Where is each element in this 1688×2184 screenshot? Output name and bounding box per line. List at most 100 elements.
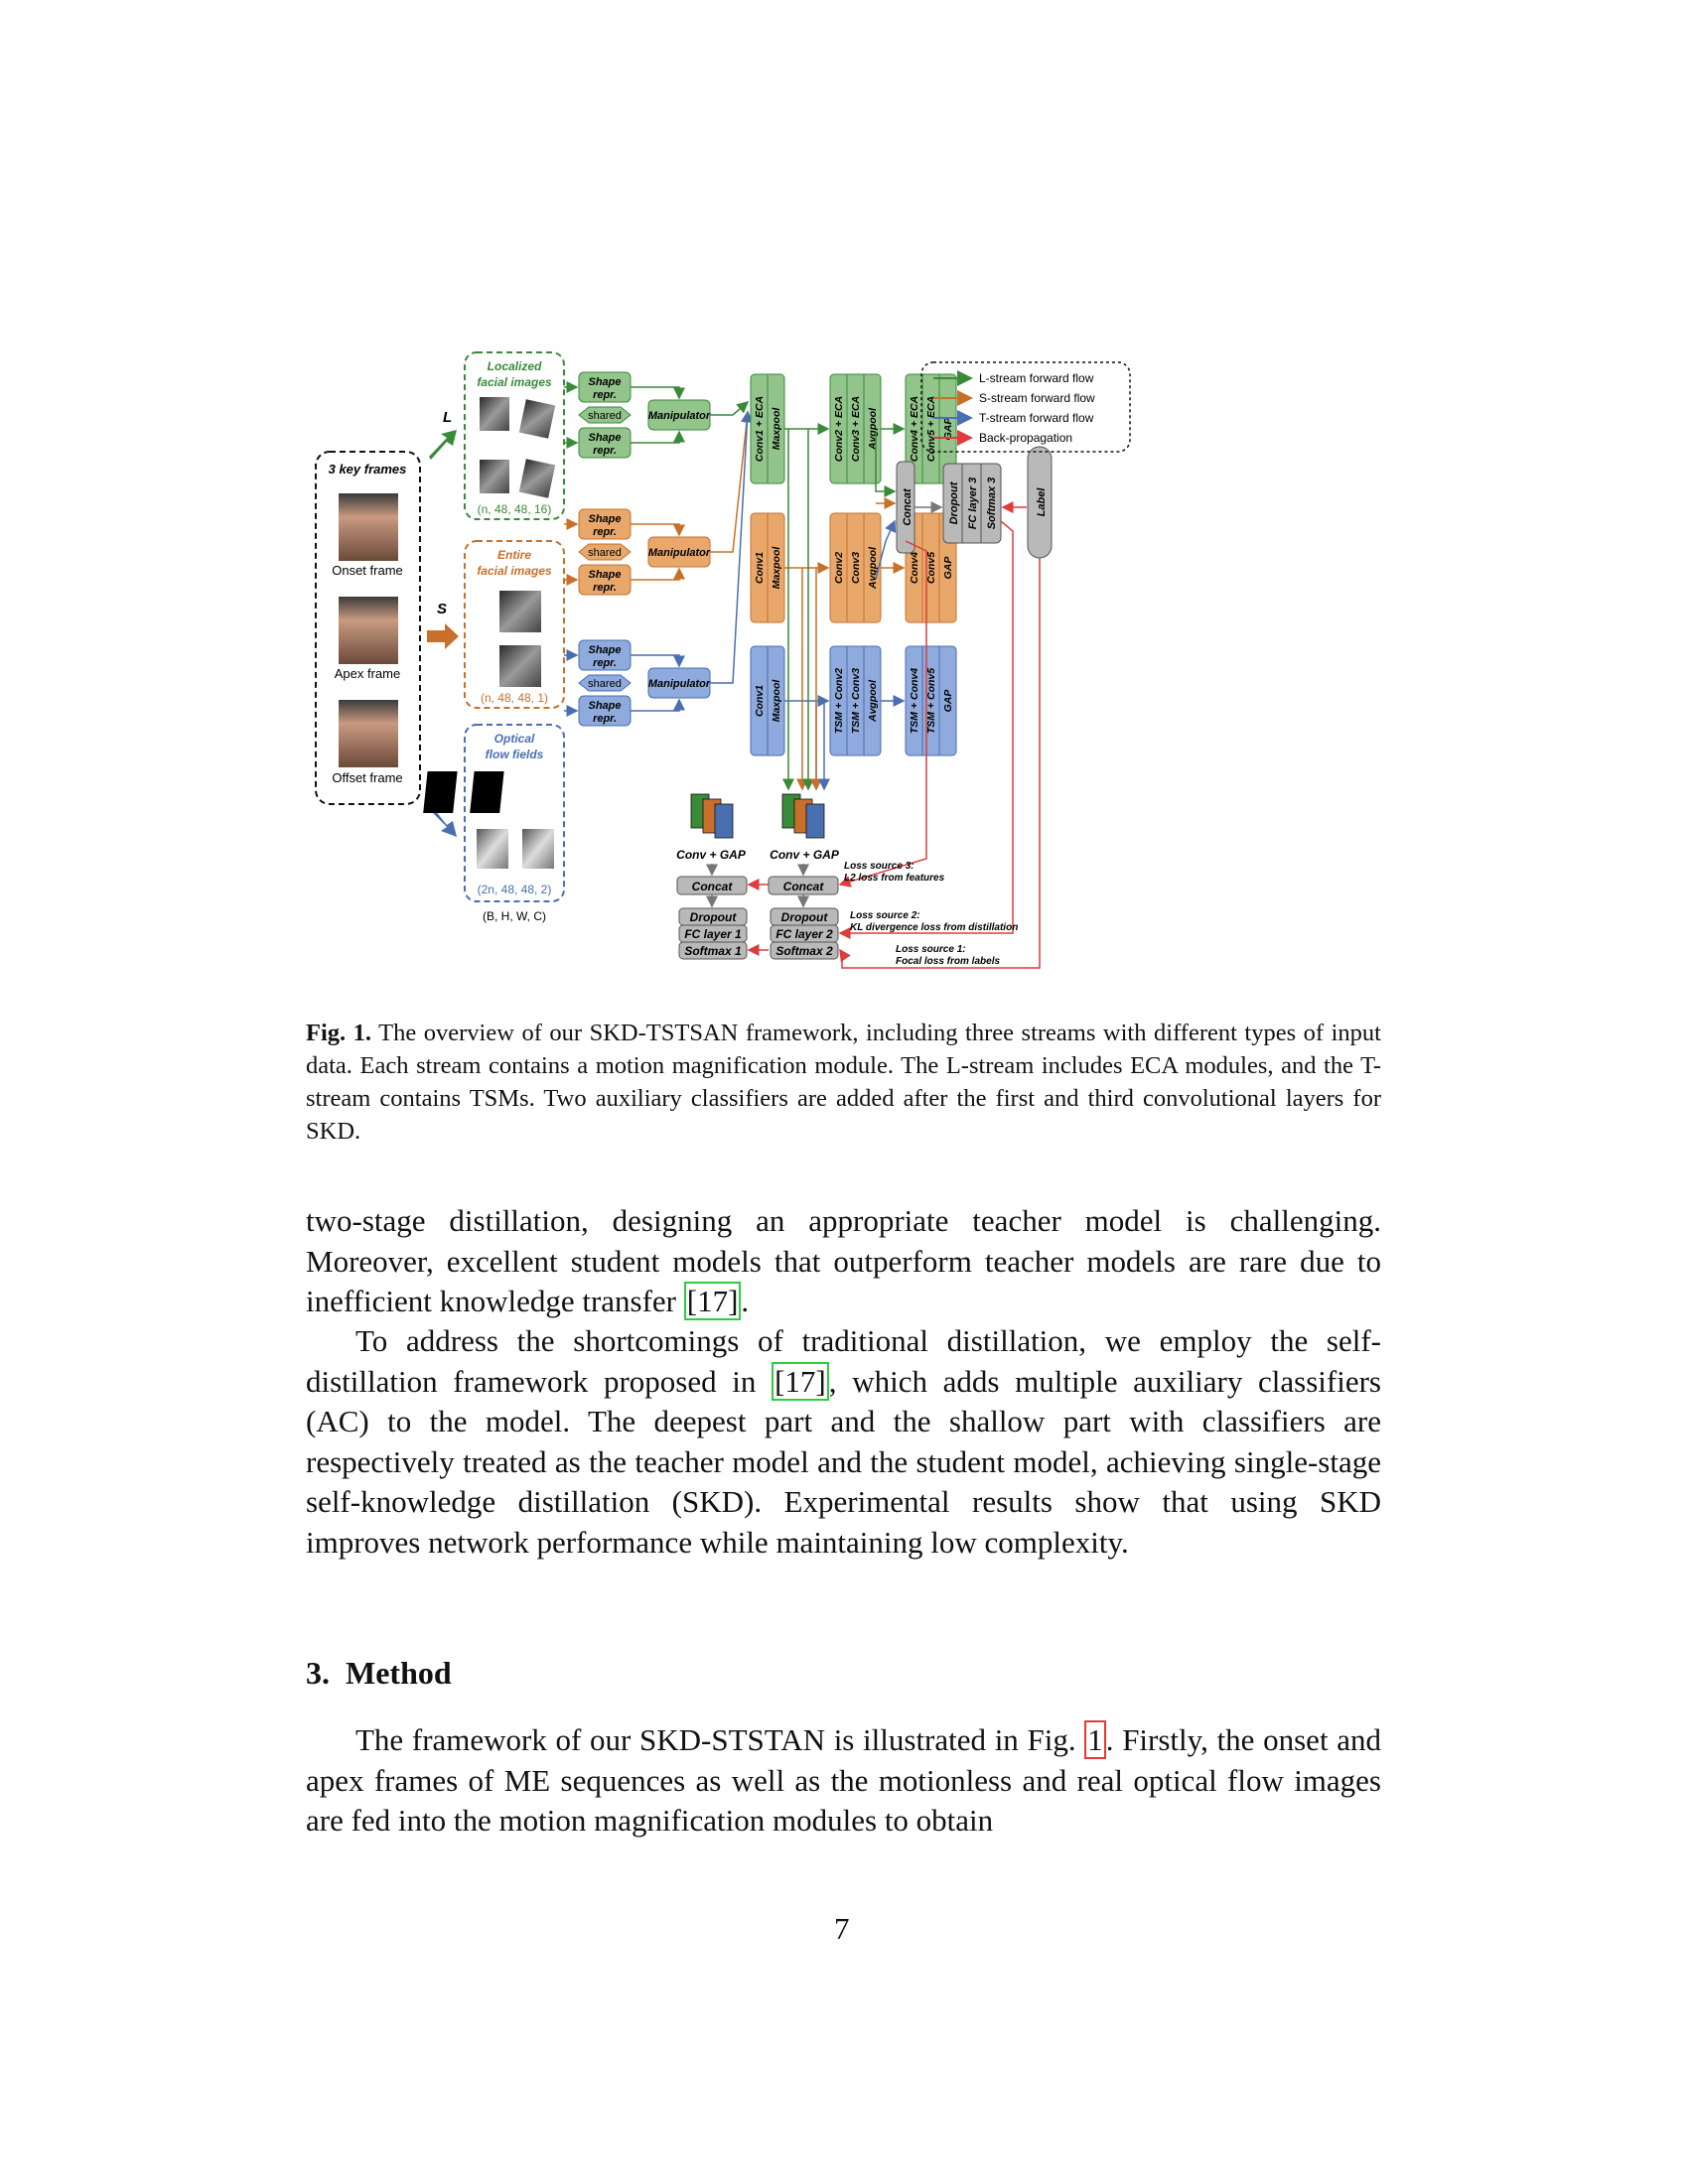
t-input-panel: Optical flow fields (2n, 48, 48, 2) (423, 724, 565, 902)
l-conv-group-1: Conv1 + ECA Maxpool (750, 373, 830, 484)
page-number: 7 (834, 1911, 850, 1946)
aux2-concat: Concat (783, 880, 825, 893)
s-input-title-1: Entire (497, 548, 531, 562)
shape-repr-top-s: Shape (588, 513, 621, 525)
s-input-shape: (n, 48, 48, 1) (481, 691, 548, 705)
shape-repr-bottom-t-2: repr. (593, 713, 617, 725)
t-layer-3-3: GAP (942, 689, 954, 713)
offset-frame-image (339, 700, 398, 767)
t-layer-2-2: TSM + Conv3 (850, 668, 862, 734)
citation-link[interactable]: [17] (683, 1282, 742, 1320)
l-layer-2-1: Conv2 + ECA (833, 396, 845, 462)
aux1-concat: Concat (692, 880, 734, 893)
t-layer-3-2: TSM + Conv5 (925, 668, 937, 734)
shape-repr-bottom-l-2: repr. (593, 445, 617, 457)
figure-reference-link[interactable]: 1 (1084, 1720, 1106, 1759)
caption-label: Fig. 1. (306, 1020, 372, 1046)
shape-repr-bottom-l: Shape (588, 432, 621, 444)
aux2-dropout: Dropout (781, 910, 829, 924)
l-layer-1-2: Maxpool (771, 407, 782, 451)
s-input-panel: Entire facial images (n, 48, 48, 1) (464, 540, 565, 709)
aux2-classifier: Concat Dropout FC layer 2 Softmax 2 (768, 876, 839, 960)
t-input-shape: (2n, 48, 48, 2) (478, 883, 552, 896)
loss1-line2: Focal loss from labels (896, 956, 1000, 967)
shape-repr-bottom-s-2: repr. (593, 582, 617, 594)
s-stream-letter: S (437, 601, 447, 617)
shape-repr-bottom-s: Shape (588, 569, 621, 581)
paragraph-1: two-stage distillation, designing an app… (306, 1203, 1381, 1320)
head-softmax3: Softmax 3 (986, 478, 998, 530)
main-concat-label: Concat (902, 487, 914, 526)
offset-frame-label: Offset frame (332, 770, 402, 785)
shape-repr-top-t-2: repr. (593, 657, 617, 669)
head-fc3: FC layer 3 (967, 478, 979, 530)
figure-caption: Fig. 1. The overview of our SKD-TSTSAN f… (306, 1017, 1381, 1148)
shared-label-l: shared (588, 410, 622, 422)
manipulator-t: Manipulator (648, 678, 711, 690)
l-layer-3-1: Conv4 + ECA (909, 396, 920, 462)
aux1-dropout: Dropout (690, 910, 738, 924)
t-layer-1-1: Conv1 (754, 685, 766, 717)
bhwc-label: (B, H, W, C) (483, 909, 546, 923)
s-layer-3-3: GAP (942, 556, 954, 580)
aux2-feature-maps (781, 793, 825, 839)
l-layer-1-1: Conv1 + ECA (754, 396, 766, 462)
l-conv-group-2: Conv2 + ECA Conv3 + ECA Avgpool (829, 373, 906, 484)
legend: L-stream forward flow S-stream forward f… (920, 361, 1131, 453)
l-input-shape: (n, 48, 48, 16) (478, 502, 552, 516)
l-stream-arrow (429, 430, 457, 460)
aux2-conv-gap-label: Conv + GAP (770, 848, 840, 862)
manipulator-s: Manipulator (648, 547, 711, 559)
aux2-softmax: Softmax 2 (775, 944, 833, 958)
aux1-feature-maps (690, 793, 734, 839)
paragraph-2: To address the shortcomings of tradition… (306, 1323, 1381, 1560)
shape-repr-top-t: Shape (588, 644, 621, 656)
label-node: Label (1027, 446, 1053, 559)
l-layer-2-3: Avgpool (867, 407, 879, 451)
t-layer-2-1: TSM + Conv2 (833, 668, 845, 734)
main-head: Dropout FC layer 3 Softmax 3 (942, 463, 1002, 544)
l-input-panel: Localized facial images (n, 48, 48, 16) (464, 351, 565, 520)
shape-repr-top-l-2: repr. (593, 389, 617, 401)
caption-text: The overview of our SKD-TSTSAN framework… (306, 1020, 1381, 1145)
l-layer-2-2: Conv3 + ECA (850, 396, 862, 462)
key-frames-panel: 3 key frames Onset frame Apex frame Offs… (315, 451, 421, 805)
aux1-softmax: Softmax 1 (684, 944, 742, 958)
label-text: Label (1036, 487, 1048, 517)
aux1-fc: FC layer 1 (684, 927, 742, 941)
shape-repr-top-s-2: repr. (593, 526, 617, 538)
s-input-title-2: facial images (477, 564, 552, 578)
loss2-line1: Loss source 2: (850, 910, 920, 921)
t-input-title-2: flow fields (486, 748, 544, 761)
shared-label-t: shared (588, 678, 622, 690)
loss3-line2: L2 loss from features (844, 873, 945, 884)
shape-repr-bottom-t: Shape (588, 700, 621, 712)
apex-frame-image (339, 597, 398, 664)
l-input-title-2: facial images (477, 375, 552, 389)
loss1-line1: Loss source 1: (896, 944, 966, 955)
s-layer-3-2: Conv5 (925, 552, 937, 584)
loss2-line2: KL divergence loss from distillation (850, 922, 1018, 933)
s-layer-3-1: Conv4 (909, 552, 920, 584)
legend-s-stream: S-stream forward flow (979, 391, 1095, 405)
shared-label-s: shared (588, 547, 622, 559)
onset-frame-label: Onset frame (332, 563, 403, 578)
citation-link[interactable]: [17] (772, 1361, 829, 1401)
s-layer-2-2: Conv3 (850, 552, 862, 584)
head-dropout: Dropout (948, 480, 960, 524)
apex-frame-label: Apex frame (335, 666, 400, 681)
s-layer-1-2: Maxpool (771, 546, 782, 590)
s-stream-arrow (427, 623, 459, 649)
l-stream-letter: L (443, 409, 452, 426)
legend-back-propagation: Back-propagation (979, 431, 1072, 445)
paragraph-3: The framework of our SKD-STSTAN is illus… (306, 1720, 1381, 1838)
